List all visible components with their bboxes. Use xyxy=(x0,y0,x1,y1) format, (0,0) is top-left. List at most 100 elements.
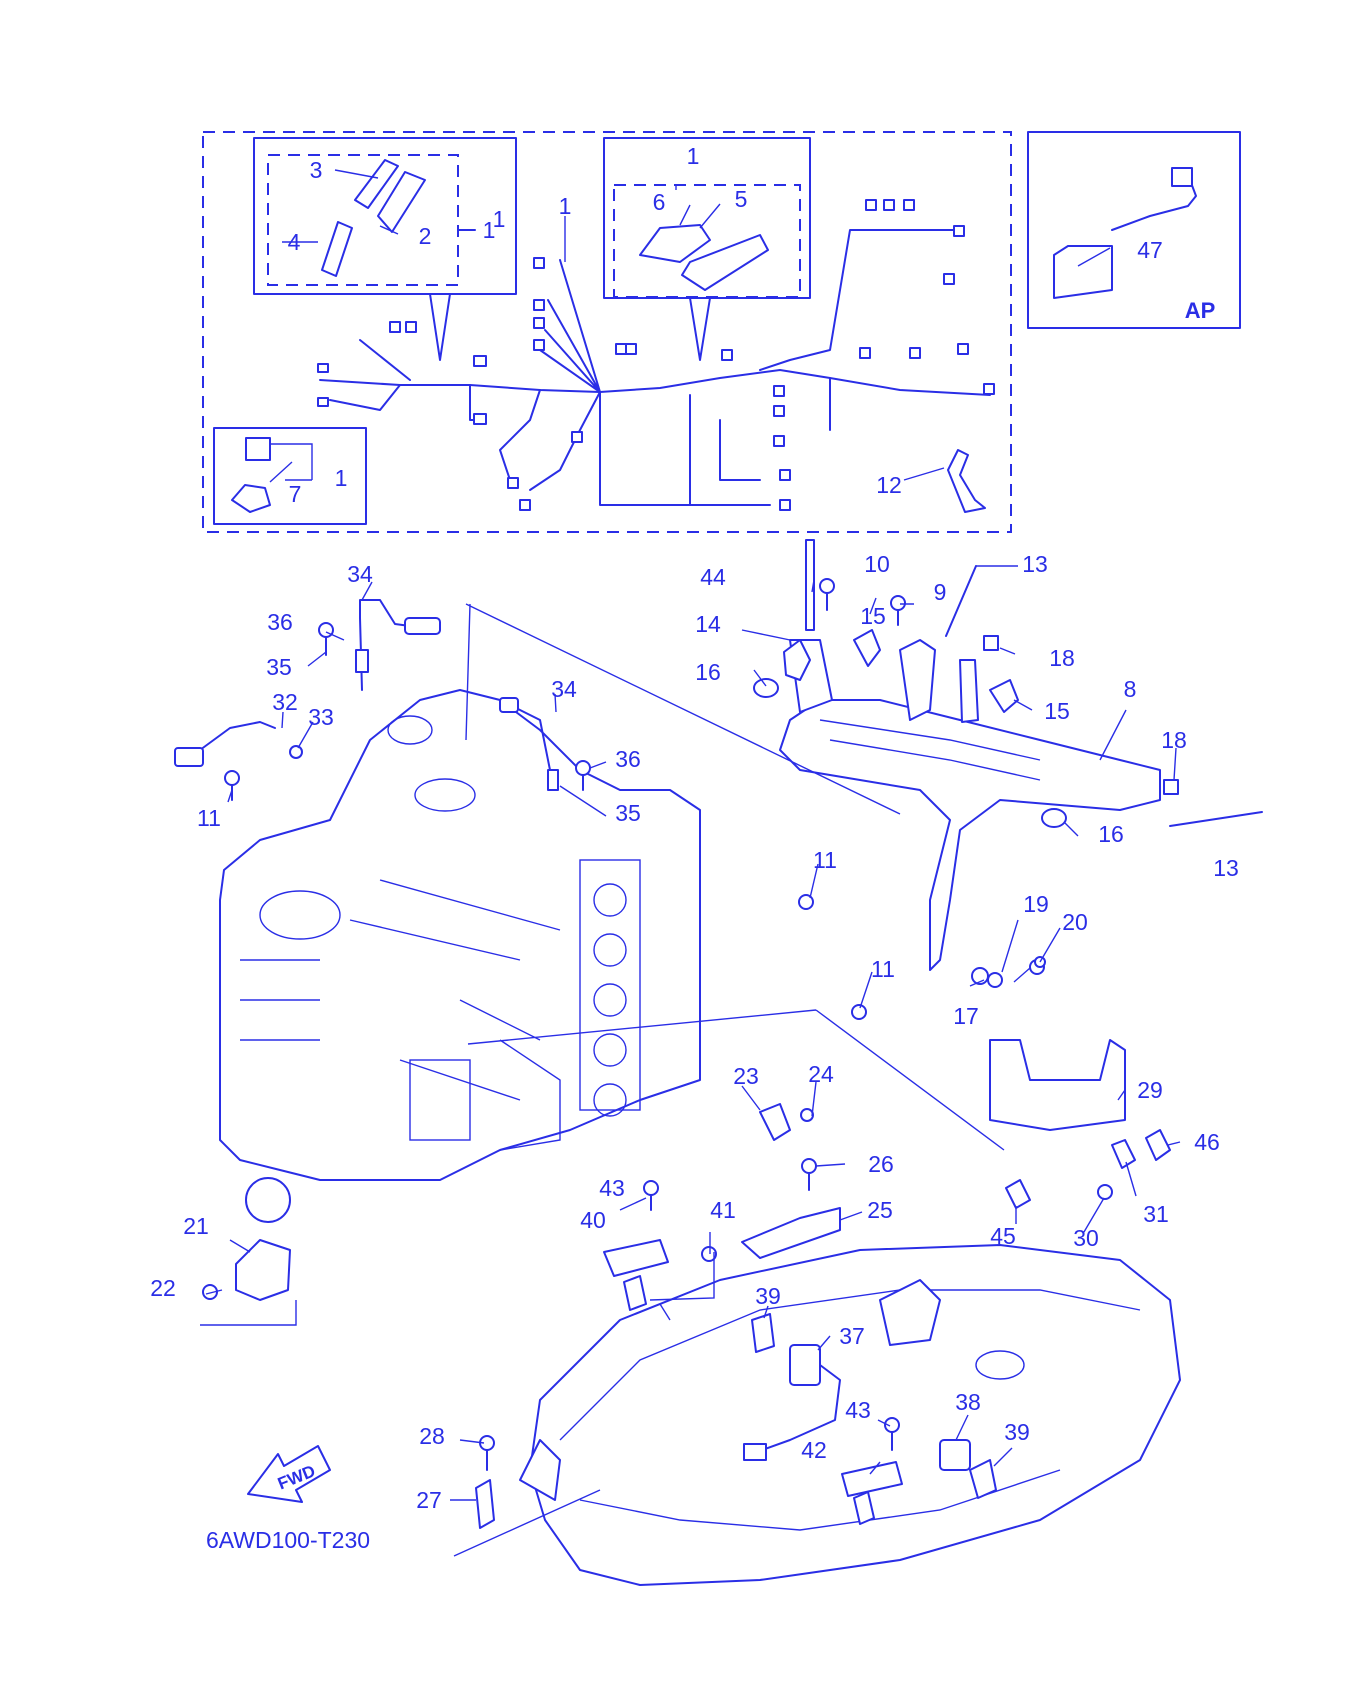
clamp-part-15b xyxy=(989,679,1019,713)
callout-41: 41 xyxy=(710,1197,736,1223)
lower-cowling xyxy=(519,1244,1181,1586)
callout-31: 31 xyxy=(1143,1201,1169,1227)
callout-22: 22 xyxy=(150,1275,176,1301)
callout-17: 17 xyxy=(953,1003,979,1029)
bracket-part-25 xyxy=(741,1207,841,1259)
clamp-part-15a xyxy=(853,629,881,667)
callout-26: 26 xyxy=(868,1151,894,1177)
sensor-cable-34a xyxy=(359,599,441,691)
callout-34: 34 xyxy=(551,676,577,702)
switch-part-37 xyxy=(789,1344,821,1386)
part-23 xyxy=(759,1103,791,1141)
ap-label: AP xyxy=(1185,298,1216,323)
part-46 xyxy=(1145,1129,1171,1161)
harness-part-4 xyxy=(321,221,353,277)
harness-part-3 xyxy=(354,159,399,209)
ap-part-47-plug xyxy=(1171,167,1193,187)
starter-motor xyxy=(409,1059,471,1141)
callout-1: 1 xyxy=(493,206,506,232)
small-parts xyxy=(174,539,1263,1529)
callout-45: 45 xyxy=(990,1223,1016,1249)
harness-part-6 xyxy=(639,224,711,263)
fwd-arrow-icon xyxy=(247,1445,331,1503)
sensor-cable-32 xyxy=(199,721,276,751)
callout-labels: 3 1 2 4 1 1 6 5 1 7 12 47 34 36 35 32 33… xyxy=(150,143,1239,1513)
callout-23: 23 xyxy=(733,1063,759,1089)
cable-tie-13a xyxy=(945,565,977,637)
grommet-39a xyxy=(751,1313,775,1353)
ap-part-47-box xyxy=(1053,245,1113,299)
cowling-drain xyxy=(519,1439,561,1501)
cable-tie-13b xyxy=(1169,811,1263,827)
harness-trunk xyxy=(319,369,991,396)
callout-46: 46 xyxy=(1194,1129,1220,1155)
callout-39: 39 xyxy=(1004,1419,1030,1445)
callout-18: 18 xyxy=(1161,727,1187,753)
callout-21: 21 xyxy=(183,1213,209,1239)
callout-44: 44 xyxy=(700,564,726,590)
callout-5: 5 xyxy=(735,186,748,212)
bolt-parts xyxy=(202,578,1113,1471)
cowling-outline xyxy=(529,1244,1181,1586)
inset-box-left xyxy=(253,137,517,295)
holder-part-42 xyxy=(841,1461,903,1497)
callout-27: 27 xyxy=(416,1487,442,1513)
callout-7: 7 xyxy=(289,481,302,507)
callout-11: 11 xyxy=(197,805,221,831)
engine-block xyxy=(219,689,701,1223)
callout-12: 12 xyxy=(876,472,902,498)
cowling-mount-boss xyxy=(879,1279,941,1346)
callout-15: 15 xyxy=(1044,698,1070,724)
part-31 xyxy=(1111,1139,1136,1169)
leader-lines xyxy=(200,169,1181,1557)
callout-3: 3 xyxy=(310,157,323,183)
inset-pointer-left xyxy=(429,293,451,361)
holder-part-40 xyxy=(603,1239,669,1277)
callout-16: 16 xyxy=(695,659,721,685)
diagram-code: 6AWD100-T230 xyxy=(206,1527,370,1553)
inset-dash-middle xyxy=(613,184,801,298)
bracket-part-8 xyxy=(779,699,1161,971)
callout-30: 30 xyxy=(1073,1225,1099,1251)
grommet-16a xyxy=(753,678,779,698)
harness-clip-part-12 xyxy=(947,449,986,513)
callout-19: 19 xyxy=(1023,891,1049,917)
callout-36: 36 xyxy=(267,609,293,635)
callout-43: 43 xyxy=(599,1175,625,1201)
callout-1: 1 xyxy=(559,193,572,219)
callout-37: 37 xyxy=(839,1323,865,1349)
callout-39: 39 xyxy=(755,1283,781,1309)
callout-32: 32 xyxy=(272,689,298,715)
callout-11: 11 xyxy=(871,956,895,982)
callout-35: 35 xyxy=(266,654,292,680)
callout-29: 29 xyxy=(1137,1077,1163,1103)
clamp-part-14 xyxy=(783,639,811,681)
harness-part-2 xyxy=(377,171,426,233)
ap-box: AP xyxy=(1027,131,1241,329)
bracket-part-21 xyxy=(235,1239,291,1301)
callout-9: 9 xyxy=(934,579,947,605)
sensor-cable-34b xyxy=(509,704,551,771)
callout-40: 40 xyxy=(580,1207,606,1233)
bracket-upright xyxy=(899,639,936,721)
callout-18: 18 xyxy=(1049,645,1075,671)
callout-13: 13 xyxy=(1022,551,1048,577)
callout-11: 11 xyxy=(813,847,837,873)
harness-bracket-assembly xyxy=(779,639,1161,971)
callout-4: 4 xyxy=(288,229,301,255)
grommet-18a xyxy=(983,635,999,651)
callout-47: 47 xyxy=(1137,237,1163,263)
callout-16: 16 xyxy=(1098,821,1124,847)
callout-14: 14 xyxy=(695,611,721,637)
connector-part xyxy=(245,437,271,461)
inset-box-bottom-left xyxy=(213,427,367,525)
callout-2: 2 xyxy=(419,223,432,249)
callout-13: 13 xyxy=(1213,855,1239,881)
grommet-18b xyxy=(1163,779,1179,795)
bracket-part-27 xyxy=(475,1479,495,1529)
callout-36: 36 xyxy=(615,746,641,772)
harness-part-5 xyxy=(681,234,769,291)
washer-33 xyxy=(289,745,303,759)
part-45 xyxy=(1005,1179,1031,1209)
